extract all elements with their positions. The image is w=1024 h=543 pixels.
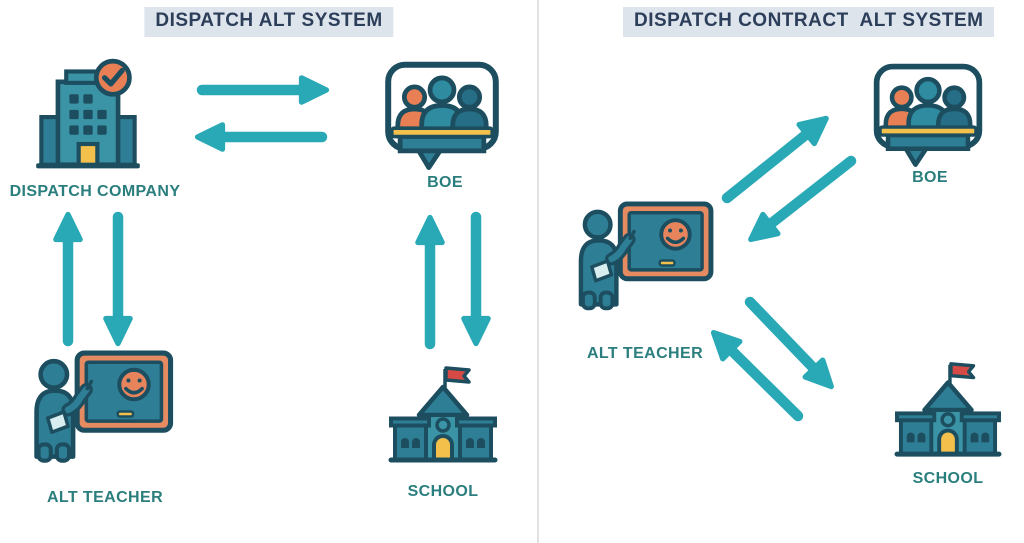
dispatch-company-label: DISPATCH COMPANY: [9, 183, 181, 200]
left-panel-title: DISPATCH ALT SYSTEM: [144, 7, 394, 37]
building-icon: [36, 58, 140, 172]
school-node-right: [892, 356, 1004, 460]
school-node: [388, 360, 498, 466]
alt-teacher-label-right: ALT TEACHER: [586, 345, 704, 362]
teacher-icon: [568, 198, 716, 328]
dispatch-company-node: [36, 58, 140, 172]
boe-label: BOE: [427, 174, 463, 191]
teacher-icon: [22, 347, 177, 481]
school-label: SCHOOL: [407, 483, 479, 500]
boe-icon: [382, 60, 502, 170]
school-label-right: SCHOOL: [912, 470, 984, 487]
boe-node-right: [868, 62, 988, 167]
boe-label-right: BOE: [912, 169, 948, 186]
school-icon: [388, 360, 498, 466]
boe-node: [382, 60, 502, 170]
right-panel-title: DISPATCH CONTRACT ALT SYSTEM: [623, 7, 995, 37]
alt-teacher-node-right: [568, 198, 716, 328]
school-icon: [892, 356, 1004, 460]
alt-teacher-label: ALT TEACHER: [46, 489, 164, 506]
alt-teacher-node: [22, 347, 177, 481]
panel-dispatch-alt-system: DISPATCH ALT SYSTEM DISPATCH COMPANY BOE…: [9, 7, 538, 506]
panel-divider: [537, 0, 539, 543]
boe-icon: [868, 62, 988, 167]
panel-dispatch-contract-alt-system: DISPATCH CONTRACT ALT SYSTEM BOE ALT TEA…: [540, 0, 1024, 543]
